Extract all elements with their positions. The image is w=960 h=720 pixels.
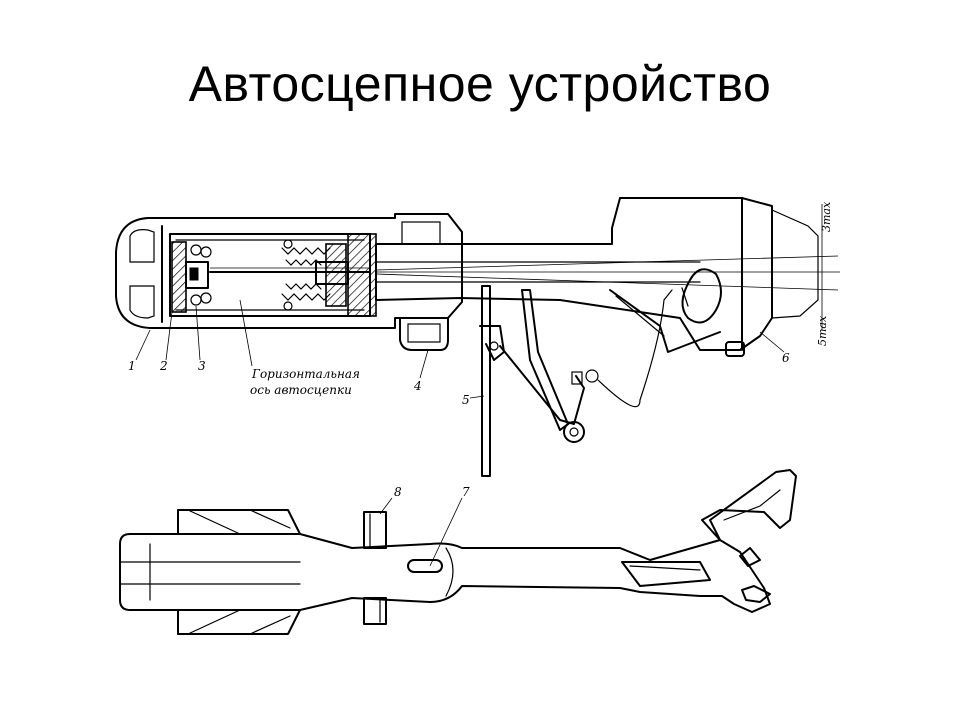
label-4: 4 [413, 379, 422, 393]
label-s-max: 3max [820, 201, 833, 232]
label-5: 5 [462, 393, 470, 407]
label-2: 2 [159, 359, 168, 373]
label-3: 3 [198, 359, 206, 373]
axis-label-line1: Горизонтальная [251, 367, 360, 381]
label-s-min: 5max [816, 315, 829, 346]
label-1: 1 [128, 359, 136, 373]
label-7: 7 [462, 485, 470, 499]
spring-left [185, 244, 212, 306]
lower-assembly-view [119, 469, 797, 635]
spring-right [281, 239, 349, 311]
slide-title: Автосцепное устройство [188, 56, 772, 112]
label-6: 6 [782, 351, 790, 365]
label-8: 8 [394, 485, 402, 499]
upper-assembly-view [115, 197, 840, 477]
uncoupling-rod-assembly [479, 285, 673, 477]
axis-label-line2: ось автосцепки [250, 383, 352, 397]
